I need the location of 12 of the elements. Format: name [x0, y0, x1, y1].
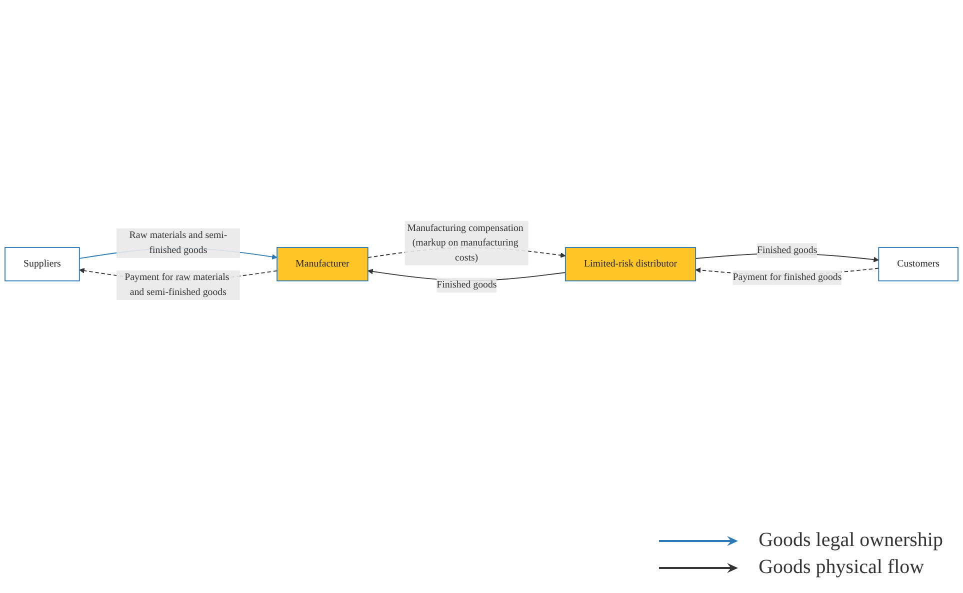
node-box: Suppliers	[4, 246, 80, 281]
edge-label: Manufacturing compensation (markup on manufacturing costs)	[407, 222, 524, 262]
node-box: Manufacturer	[276, 246, 368, 281]
edge-label: Payment for raw materials and semi-finished goods	[124, 272, 230, 298]
node-box: Limited-risk distributor	[565, 246, 696, 281]
legend-label: Goods legal ownership	[758, 529, 943, 552]
edge-label: Finished goods	[436, 279, 497, 290]
edge-label: Raw materials and semi-finished goods	[129, 230, 228, 256]
edge-label: Finished goods	[757, 244, 818, 256]
edge-label: Payment for finished goods	[732, 272, 842, 282]
node-box: Customers	[878, 246, 958, 281]
legend-label: Goods physical flow	[758, 556, 924, 579]
